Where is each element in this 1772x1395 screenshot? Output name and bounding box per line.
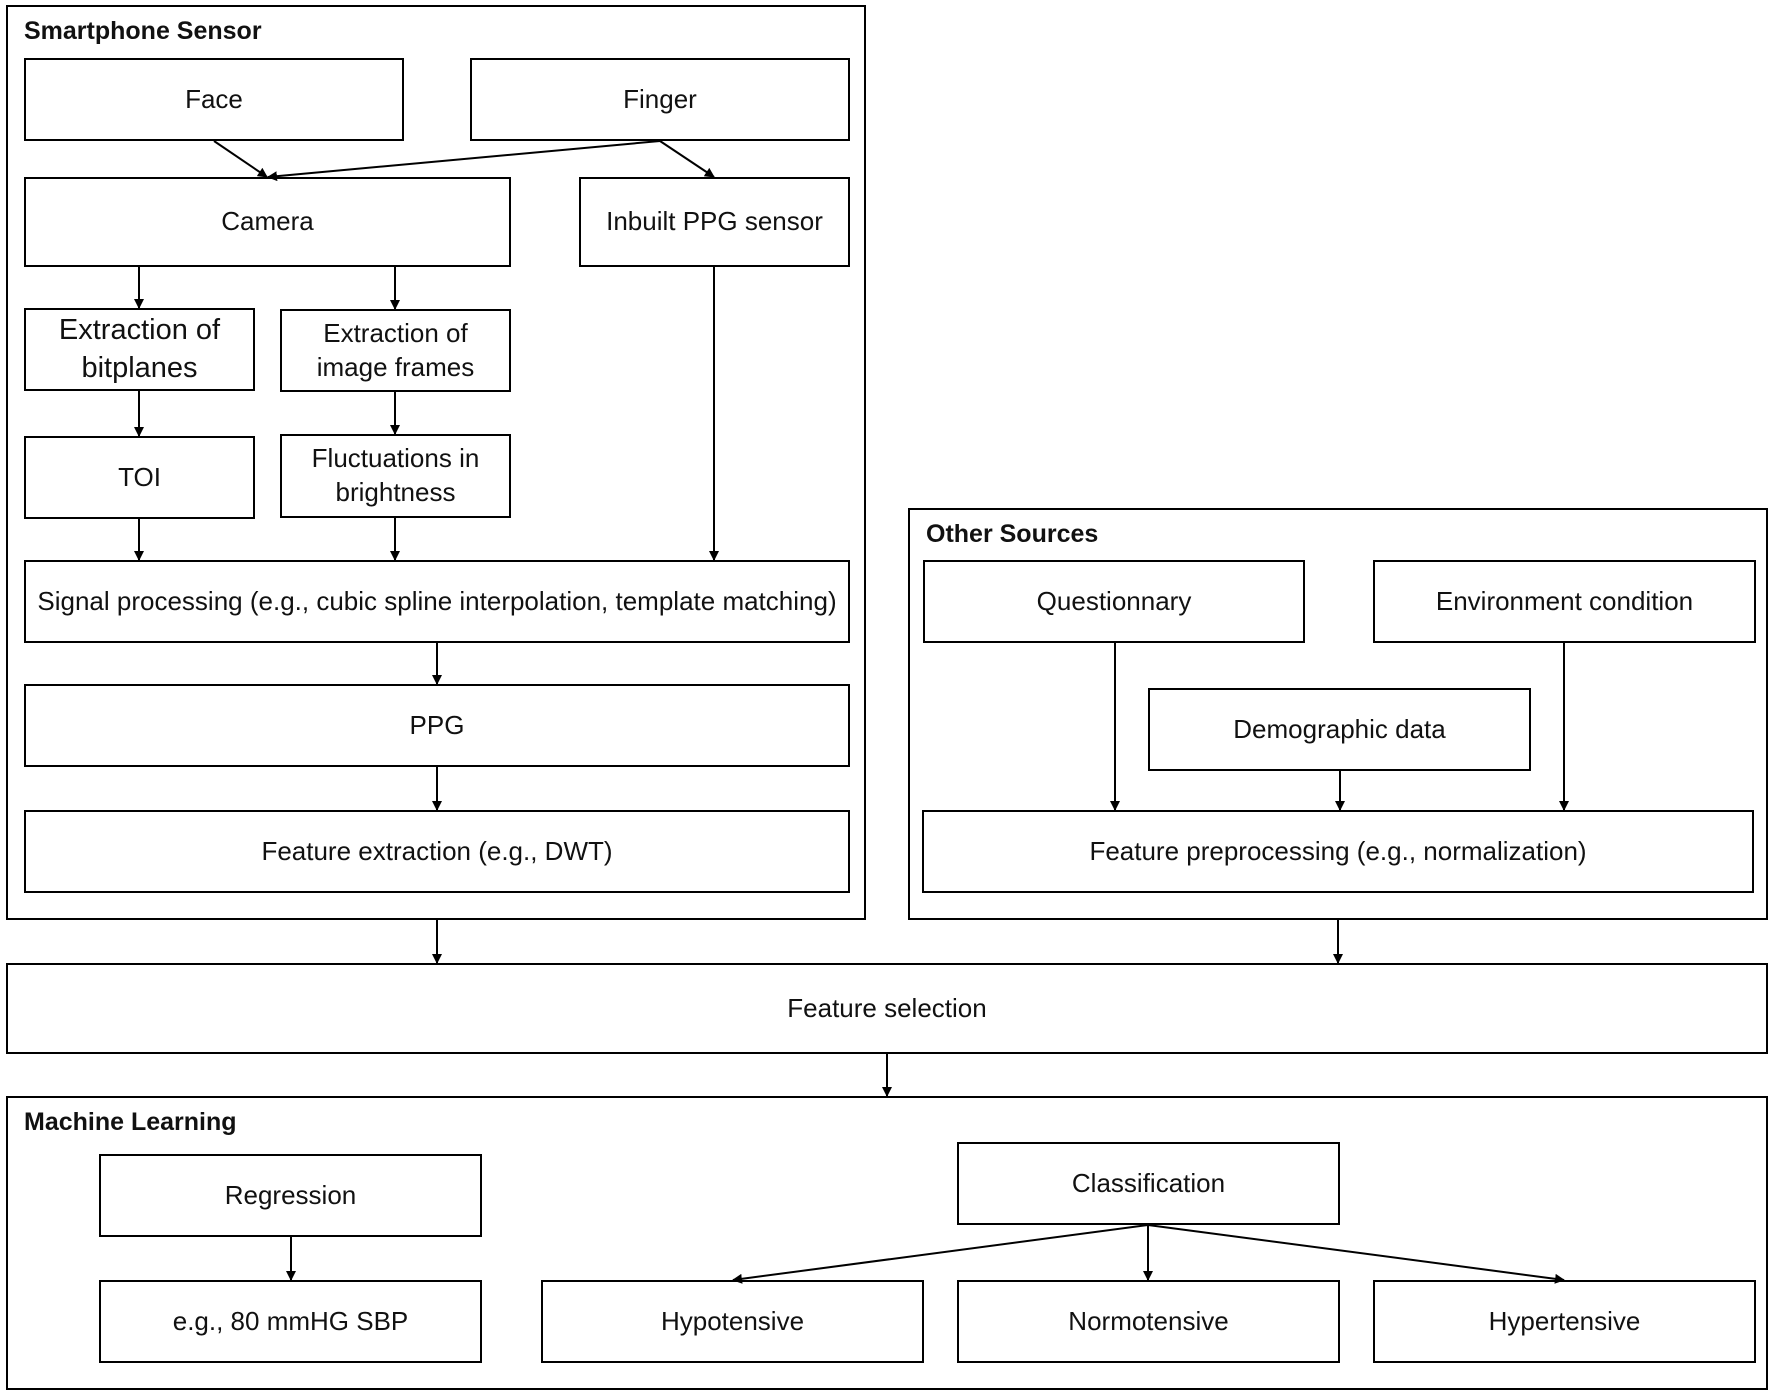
questionnary-node: Questionnary xyxy=(923,560,1305,643)
sbp-example-node: e.g., 80 mmHG SBP xyxy=(99,1280,482,1363)
extraction-of-bitplanes-node: Extraction of bitplanes xyxy=(24,308,255,391)
ppg-node: PPG xyxy=(24,684,850,767)
extraction-of-image-frames-node: Extraction of image frames xyxy=(280,309,511,392)
demographic-data-node: Demographic data xyxy=(1148,688,1531,771)
finger-node: Finger xyxy=(470,58,850,141)
classification-node: Classification xyxy=(957,1142,1340,1225)
hypertensive-node: Hypertensive xyxy=(1373,1280,1756,1363)
machine-learning-title: Machine Learning xyxy=(24,1108,237,1136)
environment-condition-node: Environment condition xyxy=(1373,560,1756,643)
face-node: Face xyxy=(24,58,404,141)
feature-selection-node: Feature selection xyxy=(6,963,1768,1054)
regression-node: Regression xyxy=(99,1154,482,1237)
signal-processing-node: Signal processing (e.g., cubic spline in… xyxy=(24,560,850,643)
feature-preprocessing-node: Feature preprocessing (e.g., normalizati… xyxy=(922,810,1754,893)
other-sources-title: Other Sources xyxy=(926,520,1099,548)
camera-node: Camera xyxy=(24,177,511,267)
inbuilt-ppg-sensor-node: Inbuilt PPG sensor xyxy=(579,177,850,267)
hypotensive-node: Hypotensive xyxy=(541,1280,924,1363)
feature-extraction-node: Feature extraction (e.g., DWT) xyxy=(24,810,850,893)
normotensive-node: Normotensive xyxy=(957,1280,1340,1363)
fluctuations-in-brightness-node: Fluctuations in brightness xyxy=(280,434,511,518)
toi-node: TOI xyxy=(24,436,255,519)
smartphone-sensor-title: Smartphone Sensor xyxy=(24,17,262,45)
